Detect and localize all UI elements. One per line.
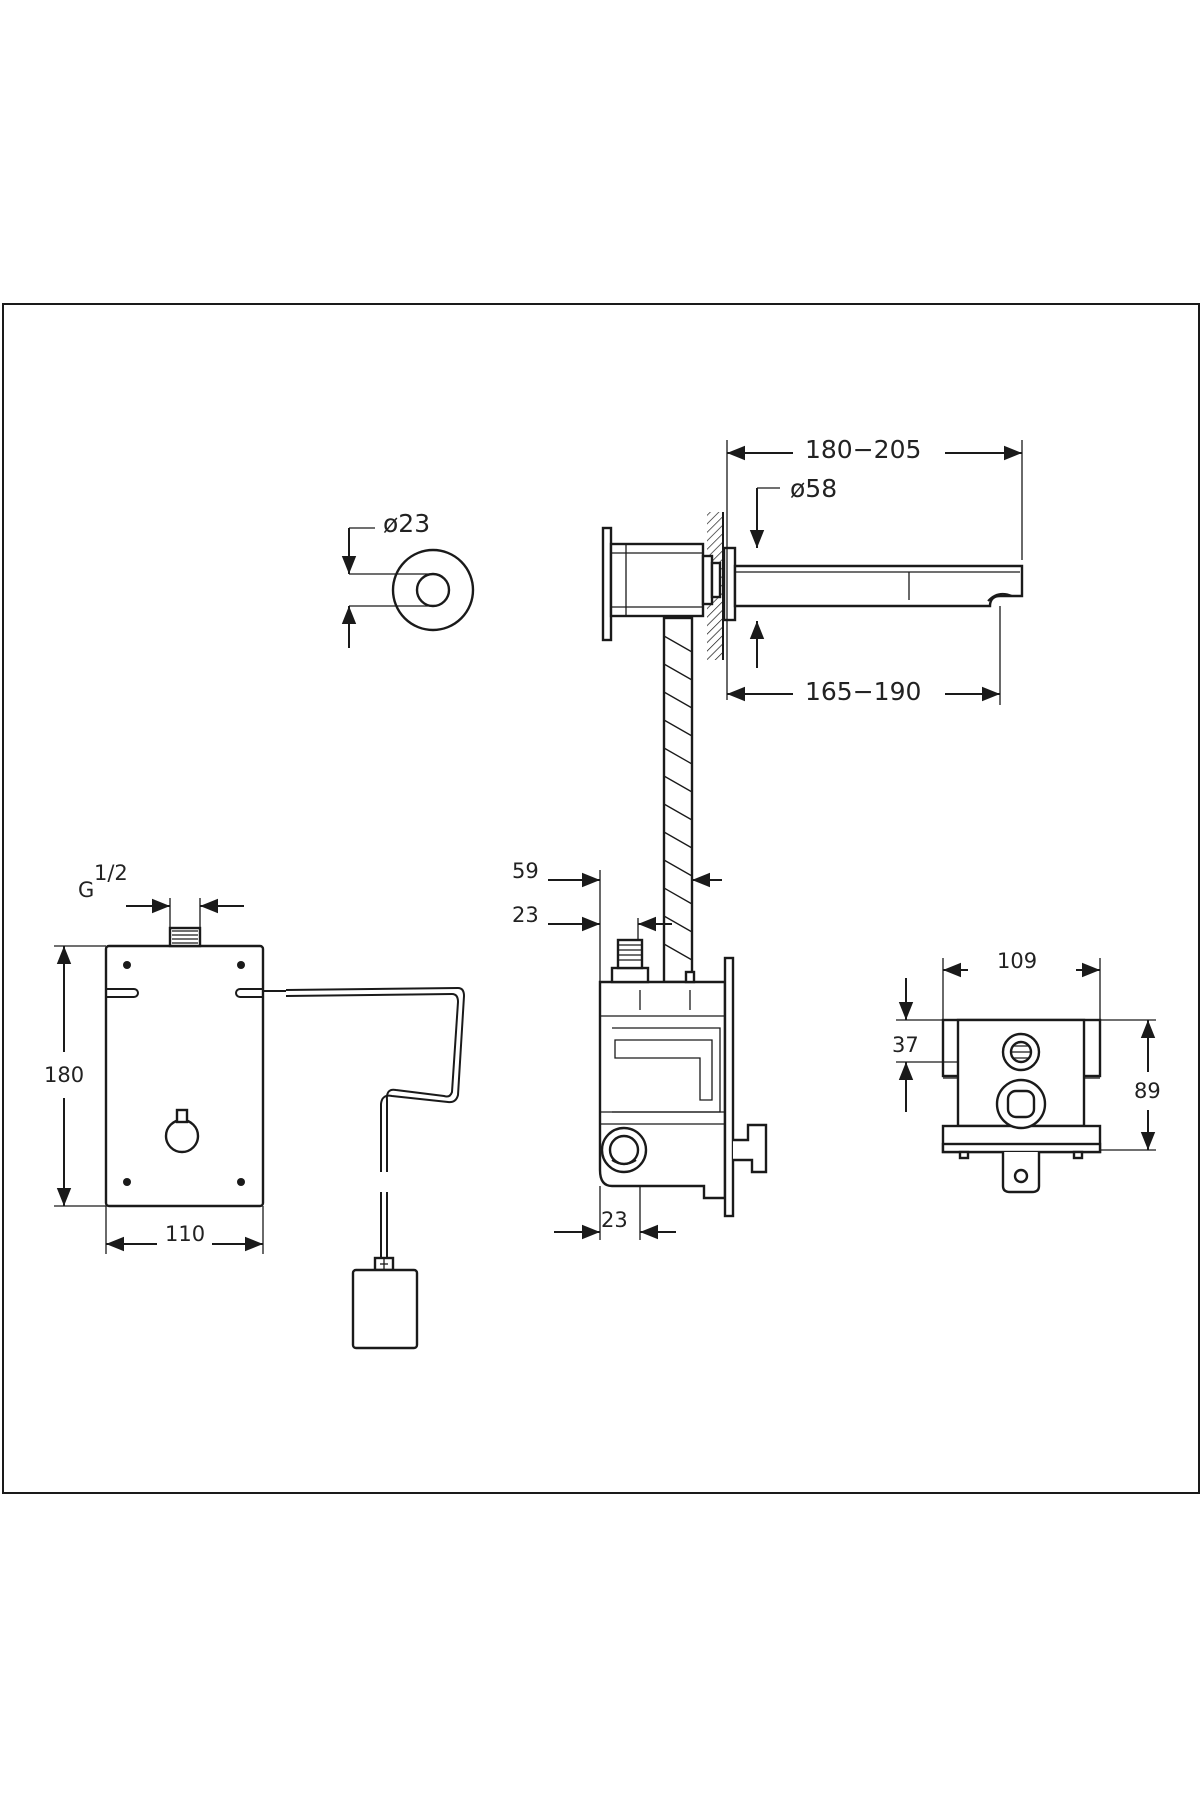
sensor-diameter-label: ø23 [383,509,430,538]
body-front-dimensions: 109 37 89 [892,949,1161,1151]
body-height-label: 89 [1134,1079,1161,1103]
control-box-front [104,926,265,1208]
body-offset-label: 37 [892,1033,919,1057]
concealed-body-side [598,938,768,1218]
spout-projection-min-label: 165−190 [805,677,921,706]
body-width-label: 109 [997,949,1037,973]
braided-hose [662,616,694,984]
concealed-body-front [941,1018,1102,1194]
depth-59-label: 59 [512,859,539,883]
spout-dimensions: 180−205 165−190 ø58 [726,435,1023,706]
sensor-cable [263,986,466,1350]
box-height-label: 180 [44,1063,84,1087]
drawing-frame [2,303,1200,1494]
depth-23-bottom-label: 23 [601,1208,628,1232]
body-side-dimensions: 59 23 23 [512,859,722,1240]
depth-23-top-label: 23 [512,903,539,927]
thread-g-label: G [78,878,94,902]
sensor-front-view: ø23 [341,509,475,648]
spout-projection-max-label: 180−205 [805,435,921,464]
box-width-label: 110 [165,1222,205,1246]
spout-side-view [601,512,1024,660]
box-dimensions: 180 110 G 1/2 [44,861,264,1254]
flange-diameter-label: ø58 [790,474,837,503]
thread-fraction-label: 1/2 [94,861,128,885]
